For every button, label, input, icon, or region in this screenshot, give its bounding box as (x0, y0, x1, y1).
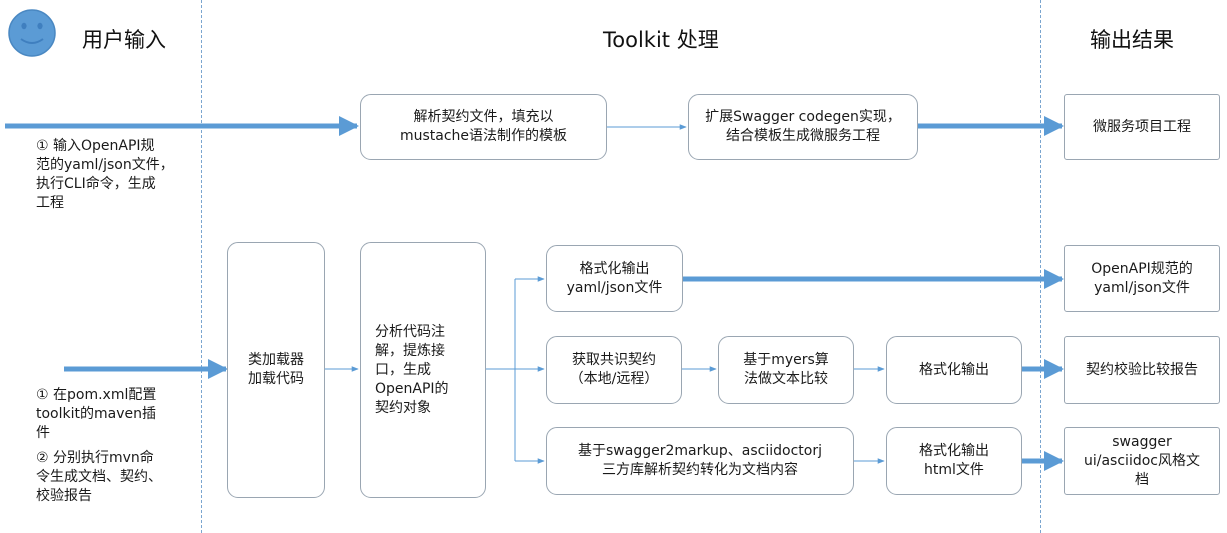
box-analyze-code: 分析代码注 解，提炼接 口，生成 OpenAPI的 契约对象 (360, 242, 486, 498)
box-myers-compare: 基于myers算 法做文本比较 (718, 336, 854, 404)
note-mvn-commands: ② 分别执行mvn命 令生成文档、契约、 校验报告 (36, 450, 162, 504)
smiley-face-icon (8, 9, 56, 57)
box-analyze-code-text: 分析代码注 解，提炼接 口，生成 OpenAPI的 契约对象 (375, 323, 449, 416)
box-microservice-project-text: 微服务项目工程 (1093, 118, 1191, 135)
box-extend-swagger-text: 扩展Swagger codegen实现， 结合模板生成微服务工程 (705, 109, 901, 144)
box-extend-swagger: 扩展Swagger codegen实现， 结合模板生成微服务工程 (688, 94, 918, 160)
box-get-contract-text: 获取共识契约 （本地/远程） (569, 352, 659, 387)
box-class-loader: 类加载器 加载代码 (227, 242, 325, 498)
box-swagger-ui-doc-text: swagger ui/asciidoc风格文 档 (1084, 433, 1200, 488)
box-class-loader-text: 类加载器 加载代码 (248, 352, 304, 387)
box-format-html: 格式化输出 html文件 (886, 427, 1022, 495)
box-microservice-project: 微服务项目工程 (1064, 94, 1220, 160)
box-swagger-ui-doc: swagger ui/asciidoc风格文 档 (1064, 427, 1220, 495)
branch-connector (486, 279, 516, 461)
lane-title-toolkit: Toolkit 处理 (603, 28, 719, 52)
box-swagger2markup-text: 基于swagger2markup、asciidoctorj 三方库解析契约转化为… (578, 443, 822, 478)
box-openapi-output: OpenAPI规范的 yaml/json文件 (1064, 245, 1220, 312)
box-format-output: 格式化输出 (886, 336, 1022, 404)
box-parse-contract-text: 解析契约文件，填充以 mustache语法制作的模板 (399, 109, 568, 144)
box-swagger2markup: 基于swagger2markup、asciidoctorj 三方库解析契约转化为… (546, 427, 854, 495)
lane-divider-left (201, 0, 202, 533)
box-myers-compare-text: 基于myers算 法做文本比较 (743, 352, 829, 387)
box-get-contract: 获取共识契约 （本地/远程） (546, 336, 682, 404)
note-cli-input: ① 输入OpenAPI规 范的yaml/json文件， 执行CLI命令，生成 工… (36, 138, 174, 211)
box-format-yaml: 格式化输出 yaml/json文件 (546, 245, 683, 312)
box-format-html-text: 格式化输出 html文件 (919, 443, 989, 478)
note-pom-config: ① 在pom.xml配置 toolkit的maven插 件 (36, 387, 157, 441)
lane-title-user-input: 用户输入 (82, 28, 166, 52)
box-validation-report: 契约校验比较报告 (1064, 336, 1220, 404)
box-format-yaml-text: 格式化输出 yaml/json文件 (566, 260, 663, 296)
box-validation-report-text: 契约校验比较报告 (1086, 361, 1198, 378)
lane-title-output: 输出结果 (1090, 28, 1174, 52)
box-openapi-output-text: OpenAPI规范的 yaml/json文件 (1091, 260, 1193, 296)
box-format-output-text: 格式化输出 (919, 361, 989, 378)
lane-divider-right (1040, 0, 1041, 533)
box-parse-contract: 解析契约文件，填充以 mustache语法制作的模板 (360, 94, 607, 160)
